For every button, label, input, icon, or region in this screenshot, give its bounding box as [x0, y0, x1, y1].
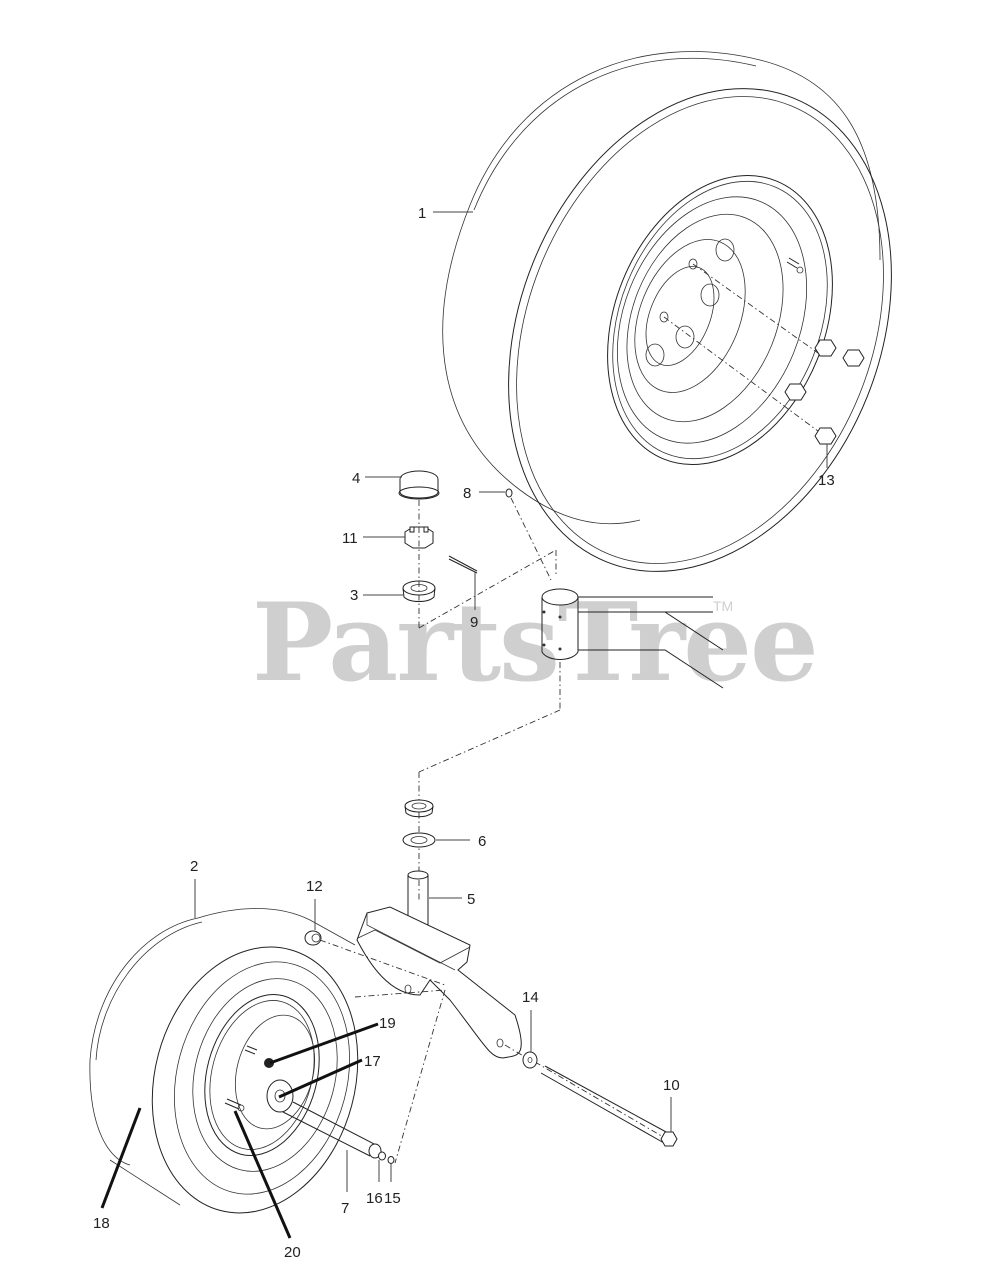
o-ring-icon[interactable] [387, 1156, 395, 1164]
axle-tube-icon[interactable] [266, 1079, 382, 1159]
callout-17[interactable]: 17 [364, 1053, 381, 1070]
callout-3[interactable]: 3 [350, 587, 358, 604]
grease-fitting-icon[interactable] [505, 488, 513, 498]
callout-11[interactable]: 11 [342, 530, 358, 547]
callout-8[interactable]: 8 [463, 485, 471, 502]
callout-1[interactable]: 1 [418, 205, 426, 222]
bolt-icon[interactable] [540, 1065, 678, 1147]
callout-20[interactable]: 20 [284, 1244, 301, 1261]
callout-19[interactable]: 19 [379, 1015, 396, 1032]
callout-13[interactable]: 13 [818, 472, 835, 489]
callout-18[interactable]: 18 [93, 1215, 110, 1232]
bearing-seal-icon[interactable] [402, 580, 436, 602]
bearing-icon[interactable] [402, 832, 436, 848]
bearing-seal-lower-icon[interactable] [404, 799, 434, 818]
frame-pivot-tube-icon [541, 588, 724, 689]
callout-9[interactable]: 9 [470, 614, 478, 631]
lug-nuts-icon[interactable] [663, 263, 865, 445]
callout-14[interactable]: 14 [522, 989, 539, 1006]
watermark-text: PartsTree [252, 580, 817, 706]
washer-icon[interactable] [522, 1051, 538, 1069]
callout-4[interactable]: 4 [352, 470, 360, 487]
dust-cap-icon[interactable] [398, 470, 440, 500]
washer-small-icon[interactable] [378, 1151, 386, 1161]
callout-5[interactable]: 5 [467, 891, 475, 908]
callout-7[interactable]: 7 [341, 1200, 349, 1217]
lock-nut-icon[interactable] [304, 930, 322, 946]
callouts: 1 2 3 4 5 6 7 8 9 10 11 12 13 [93, 205, 835, 1261]
callout-10[interactable]: 10 [663, 1077, 680, 1094]
cotter-pin-icon[interactable] [448, 555, 478, 574]
callout-6[interactable]: 6 [478, 833, 486, 850]
caster-tire-wheel-icon[interactable] [89, 908, 387, 1236]
valve-stem-icon[interactable] [244, 1045, 274, 1068]
callout-2[interactable]: 2 [190, 858, 198, 875]
watermark: PartsTree TM [252, 580, 819, 706]
callout-16[interactable]: 16 [366, 1190, 383, 1207]
watermark-trademark: TM [713, 598, 733, 614]
large-tire-wheel-icon[interactable] [439, 31, 960, 629]
grease-fitting-lower-icon[interactable] [224, 1098, 245, 1112]
callout-12[interactable]: 12 [306, 878, 323, 895]
callout-15[interactable]: 15 [384, 1190, 401, 1207]
